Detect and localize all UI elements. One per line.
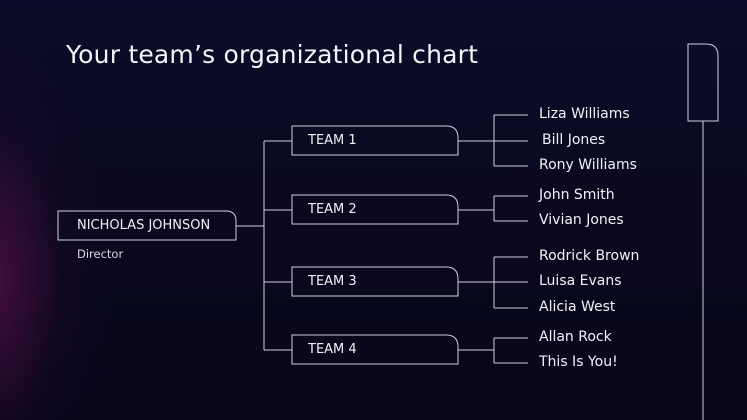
team-3-label: TEAM 3: [308, 274, 357, 289]
team-4-box: [291, 334, 459, 365]
team-4-member-1: Allan Rock: [539, 329, 612, 345]
director-role: Director: [77, 247, 124, 261]
team-2-label: TEAM 2: [308, 202, 357, 217]
team-1-member-2: Bill Jones: [542, 132, 606, 148]
team-4-member-2: This Is You!: [539, 354, 618, 370]
team-2-member-2: Vivian Jones: [539, 212, 624, 228]
team-1-label: TEAM 1: [308, 133, 357, 148]
director-box: [57, 210, 237, 241]
director-name: NICHOLAS JOHNSON: [77, 218, 211, 233]
team-2-member-1: John Smith: [539, 187, 615, 203]
team-1-member-1: Liza Williams: [539, 106, 630, 122]
team-4-label: TEAM 4: [308, 342, 357, 357]
team-3-member-2: Luisa Evans: [539, 273, 622, 289]
team-3-box: [291, 266, 459, 297]
team-2-box: [291, 194, 459, 225]
page-title: Your team’s organizational chart: [66, 40, 479, 69]
team-3-member-3: Alicia West: [539, 299, 616, 315]
team-3-member-1: Rodrick Brown: [539, 248, 640, 264]
decorative-side-tab: [687, 43, 719, 122]
team-1-member-3: Rony Williams: [539, 157, 637, 173]
team-1-box: [291, 125, 459, 156]
